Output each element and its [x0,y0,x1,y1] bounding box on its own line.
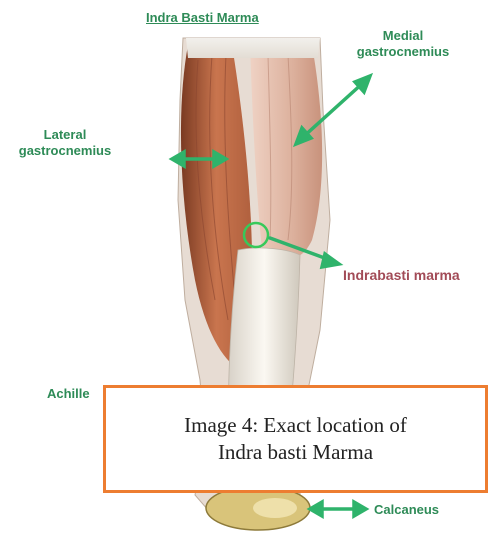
calcaneus-label: Calcaneus [374,502,439,518]
caption-line1: Image 4: Exact location of [184,412,407,439]
medial-label-line2: gastrocnemius [348,44,458,60]
diagram-title: Indra Basti Marma [146,10,259,26]
medial-gastrocnemius-label: Medial gastrocnemius [348,28,458,60]
medial-gastrocnemius-muscle [250,45,322,258]
indrabasti-marma-label: Indrabasti marma [343,267,460,283]
lateral-gastrocnemius-label: Lateral gastrocnemius [10,127,120,159]
lateral-label-line2: gastrocnemius [10,143,120,159]
caption-line2: Indra basti Marma [218,439,373,466]
caption-box: Image 4: Exact location of Indra basti M… [103,385,488,493]
lateral-label-line1: Lateral [10,127,120,143]
achilles-label: Achille [47,386,90,402]
medial-label-line1: Medial [348,28,458,44]
cut-section-top [186,38,320,58]
